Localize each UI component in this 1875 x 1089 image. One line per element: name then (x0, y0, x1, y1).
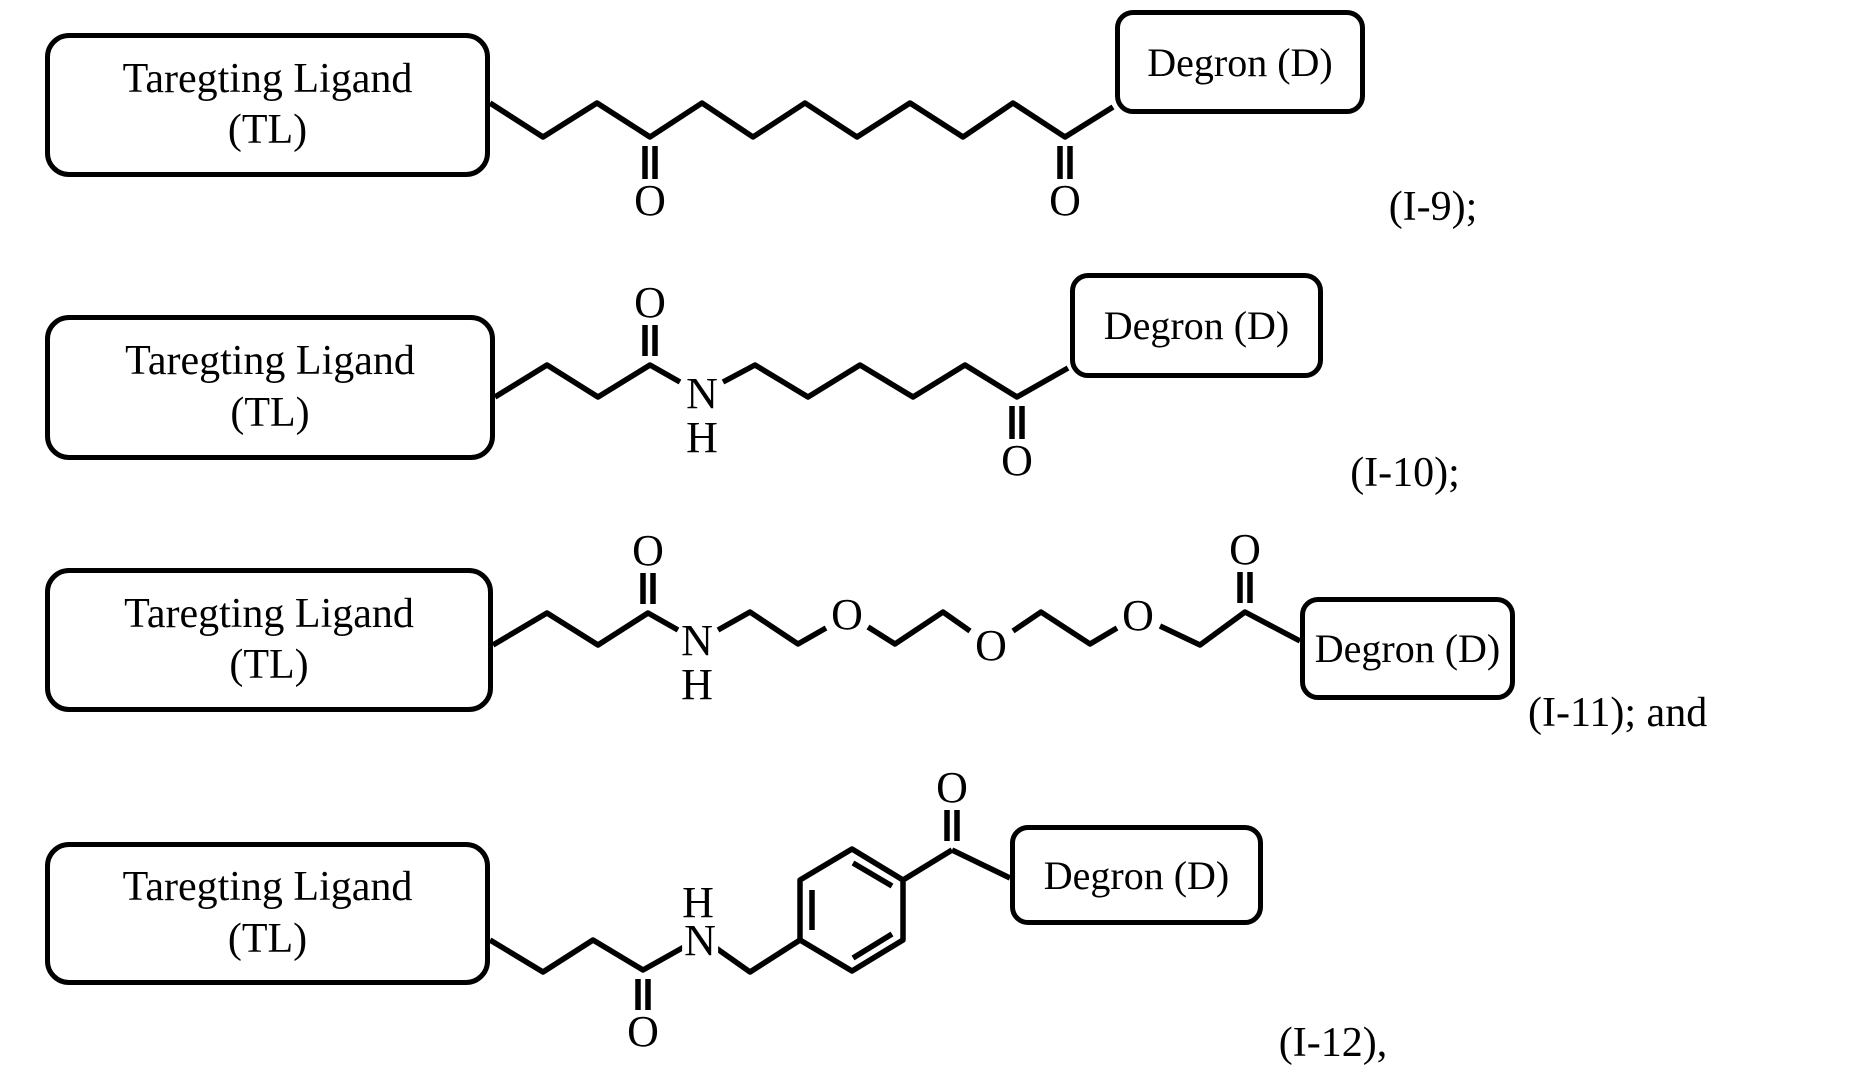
nitrogen-atom-label: N (679, 616, 715, 665)
degron-label: Degron (D) (1043, 852, 1230, 898)
formula-label-I-9: (I-9); (1388, 184, 1478, 230)
oxygen-atom-label: O (829, 590, 865, 639)
targeting-ligand-abbrev: (TL) (229, 642, 309, 688)
hydrogen-atom-label: H (684, 413, 720, 462)
structure-I-12-bonds (488, 807, 1012, 1013)
targeting-ligand-box-1: Taregting Ligand (TL) (45, 33, 490, 177)
oxygen-atom-label: O (934, 763, 970, 812)
nitrogen-atom-label: N (682, 916, 718, 965)
nitrogen-atom-label: N (684, 369, 720, 418)
targeting-ligand-abbrev: (TL) (227, 107, 308, 153)
oxygen-atom-label: O (1227, 525, 1263, 574)
oxygen-atom-label: O (1120, 591, 1156, 640)
degron-label: Degron (D) (1147, 39, 1333, 85)
oxygen-atom-label: O (1047, 176, 1083, 225)
degron-box-4: Degron (D) (1010, 825, 1263, 925)
oxygen-atom-label: O (632, 278, 668, 327)
hydrogen-atom-label: H (680, 878, 716, 927)
formula-label-I-12: (I-12), (1278, 1020, 1388, 1066)
formula-label-I-10: (I-10); (1350, 450, 1460, 496)
targeting-ligand-box-4: Taregting Ligand (TL) (45, 842, 490, 985)
targeting-ligand-label: Taregting Ligand (122, 55, 413, 102)
degron-label: Degron (D) (1103, 303, 1290, 348)
structure-I-11-bonds (491, 569, 1302, 648)
degron-box-3: Degron (D) (1300, 597, 1515, 700)
oxygen-atom-label: O (630, 526, 666, 575)
oxygen-atom-label: O (973, 621, 1009, 670)
degron-box-2: Degron (D) (1070, 273, 1323, 378)
targeting-ligand-abbrev: (TL) (227, 915, 308, 962)
targeting-ligand-abbrev: (TL) (230, 389, 310, 436)
benzene-ring (797, 846, 906, 974)
hydrogen-atom-label: H (679, 660, 715, 709)
oxygen-atom-label: O (999, 436, 1035, 485)
oxygen-atom-label: O (625, 1007, 661, 1056)
structure-I-10-bonds (493, 322, 1070, 441)
targeting-ligand-box-3: Taregting Ligand (TL) (45, 568, 493, 712)
targeting-ligand-label: Taregting Ligand (125, 338, 415, 385)
formula-label-I-11: (I-11); and (1528, 690, 1708, 736)
structure-I-9-bonds (488, 100, 1115, 181)
oxygen-atom-label: O (632, 176, 668, 225)
targeting-ligand-label: Taregting Ligand (122, 864, 413, 911)
targeting-ligand-label: Taregting Ligand (124, 590, 414, 637)
targeting-ligand-box-2: Taregting Ligand (TL) (45, 315, 495, 460)
degron-label: Degron (D) (1314, 626, 1501, 671)
degron-box-1: Degron (D) (1115, 10, 1365, 114)
